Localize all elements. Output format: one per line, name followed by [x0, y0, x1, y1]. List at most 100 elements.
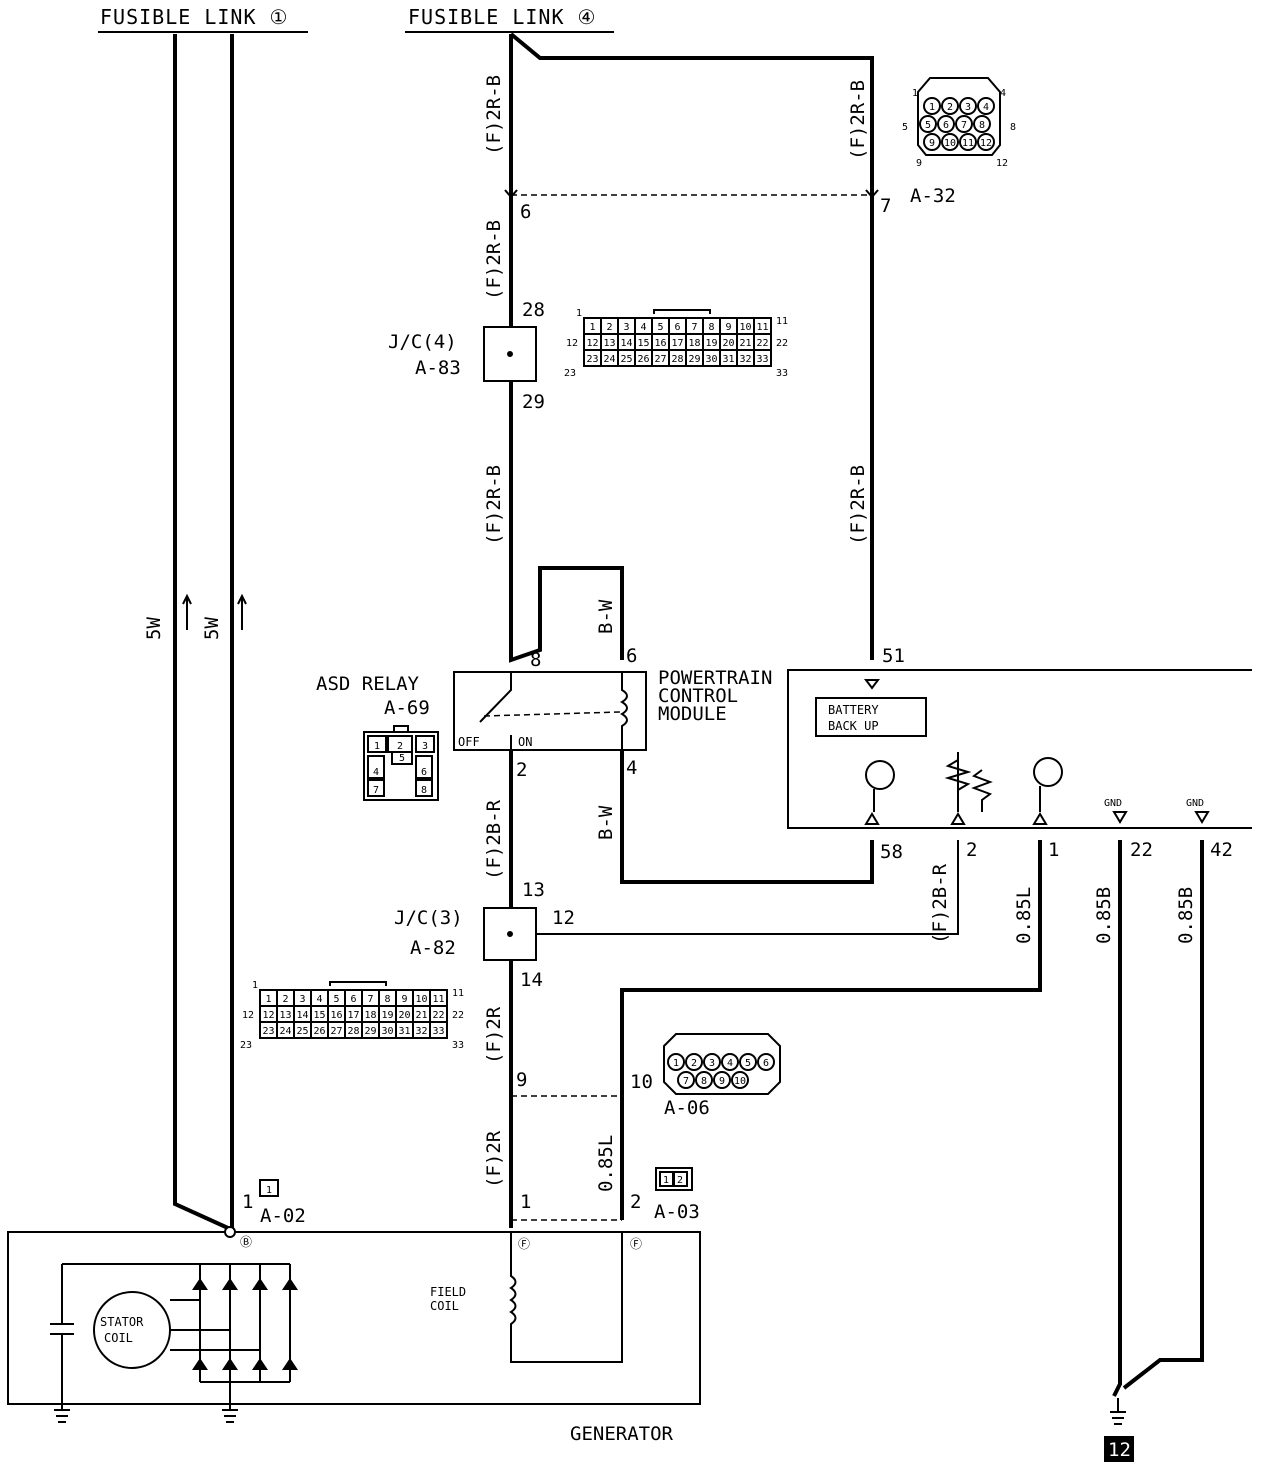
a32-pin-label: 3 — [965, 102, 971, 113]
a32-pin — [923, 133, 941, 151]
connector-a69-label: A-69 — [384, 697, 430, 719]
connector-a02-face: 1 — [259, 1179, 279, 1197]
a32-pin-label: 10 — [944, 138, 956, 149]
jc-corner-label: 23 — [240, 1040, 252, 1051]
fusible-link-4-label: FUSIBLE LINK ④ — [408, 5, 596, 29]
a06-pin-label: 5 — [745, 1058, 751, 1069]
jcgrid2-cell-label: 22 — [432, 1010, 444, 1021]
terminal-b: Ⓑ — [240, 1235, 252, 1249]
wire-085b-42 — [1122, 840, 1204, 1390]
field-coil — [509, 1232, 623, 1363]
wire-label-085l-2: 0.85L — [595, 1135, 617, 1192]
jcgrid1-cell-label: 6 — [674, 322, 680, 333]
terminal-f1: Ⓕ — [518, 1237, 530, 1251]
jcgrid1-cell — [753, 349, 772, 367]
a06-pin — [667, 1053, 685, 1071]
a32-pin — [977, 133, 995, 151]
jc-latch — [329, 981, 387, 986]
a32-pin — [941, 97, 959, 115]
pin-arrow-6 — [504, 189, 518, 199]
pin-29: 29 — [522, 391, 545, 413]
jcgrid1-cell-label: 25 — [620, 354, 632, 365]
a32-pin-label: 6 — [943, 120, 949, 131]
fusible-link-1-label: FUSIBLE LINK ① — [100, 5, 288, 29]
a32-pin — [977, 97, 995, 115]
pin-14: 14 — [520, 969, 543, 991]
a32-pin-label: 12 — [980, 138, 992, 149]
jcgrid2-cell-label: 8 — [384, 994, 390, 1005]
pcm-label-3: MODULE — [658, 703, 727, 725]
a32-pin-label: 4 — [983, 102, 989, 113]
a32-corner-label: 4 — [1000, 88, 1006, 99]
field-coil-label-2: COIL — [430, 1299, 459, 1313]
pin-9: 9 — [516, 1069, 527, 1091]
a32-pin-label: 5 — [925, 120, 931, 131]
a06-pin-label: 4 — [727, 1058, 733, 1069]
jc-latch — [653, 309, 711, 314]
jcgrid2-cell-label: 33 — [432, 1026, 444, 1037]
a32-pin-label: 9 — [929, 138, 935, 149]
a69-cell — [415, 735, 435, 753]
jcgrid2-cell-label: 7 — [367, 994, 373, 1005]
jcgrid2-cell-label: 27 — [330, 1026, 342, 1037]
pin-1b: 1 — [520, 1191, 531, 1213]
a69-cell — [367, 779, 385, 797]
a69-cell-label: 6 — [421, 767, 427, 778]
jcgrid1-cell-label: 3 — [623, 322, 629, 333]
wire-label-085l-1: 0.85L — [1013, 887, 1035, 944]
pin-51: 51 — [882, 645, 905, 667]
jcgrid2-cell-label: 23 — [262, 1026, 274, 1037]
pin-1c: 1 — [242, 1191, 253, 1213]
jc-corner-label: 11 — [452, 988, 464, 999]
pcm-label-2: CONTROL — [658, 685, 738, 707]
pin-10: 10 — [630, 1071, 653, 1093]
jc-corner-label: 22 — [776, 338, 788, 349]
wire-label-2rb-2: (F)2R-B — [847, 80, 869, 160]
wire-label-2rb-3: (F)2R-B — [483, 220, 505, 300]
pcm-label-1: POWERTRAIN — [658, 667, 772, 689]
wire-label-bw-2: B-W — [595, 805, 617, 840]
ground-symbol-rect — [222, 1409, 238, 1423]
connector-a32-label: A-32 — [910, 185, 956, 207]
generator-box — [7, 1231, 701, 1405]
a32-pin-label: 8 — [979, 120, 985, 131]
a32-pin-label: 7 — [961, 120, 967, 131]
a03-cell-label: 1 — [663, 1175, 669, 1186]
gnd-label-22: GND — [1104, 798, 1122, 809]
a32-corner-label: 9 — [916, 158, 922, 169]
jcgrid1-cell-label: 11 — [756, 322, 768, 333]
a69-cell-label: 2 — [397, 741, 403, 752]
wire-label-5w-2: 5W — [201, 617, 223, 640]
pin-28: 28 — [522, 299, 545, 321]
a06-pin-label: 1 — [673, 1058, 679, 1069]
a69-cell — [367, 735, 387, 753]
wire-label-2rb-1: (F)2R-B — [483, 75, 505, 155]
jcgrid1-cell-label: 8 — [708, 322, 714, 333]
pin-42: 42 — [1210, 839, 1233, 861]
jcgrid1-cell-label: 19 — [705, 338, 717, 349]
jc3-label: J/C(3) — [394, 907, 463, 929]
wire-label-2r-2: (F)2R — [483, 1130, 505, 1188]
pcm-output-pins — [864, 812, 1048, 825]
jcgrid2-cell-label: 11 — [432, 994, 444, 1005]
generator-label: GENERATOR — [570, 1423, 674, 1445]
a69-cell-label: 5 — [399, 753, 405, 764]
pcm-box — [787, 669, 1252, 829]
a03-cell-label: 2 — [677, 1175, 683, 1186]
battery-backup-line1: BATTERY — [828, 703, 879, 717]
a32-pin — [959, 97, 977, 115]
jc-corner-label: 33 — [776, 368, 788, 379]
a06-pin — [739, 1053, 757, 1071]
wire-2rb-pcm — [509, 32, 874, 660]
wire-label-2rb-5: (F)2R-B — [847, 465, 869, 545]
wire-label-2rb-4: (F)2R-B — [483, 465, 505, 545]
jc-corner-label: 1 — [576, 308, 582, 319]
pcm-resistors — [944, 752, 993, 812]
jcgrid1-cell-label: 23 — [586, 354, 598, 365]
pcm-internal-leads — [873, 786, 1041, 812]
pin-12: 12 — [552, 907, 575, 929]
